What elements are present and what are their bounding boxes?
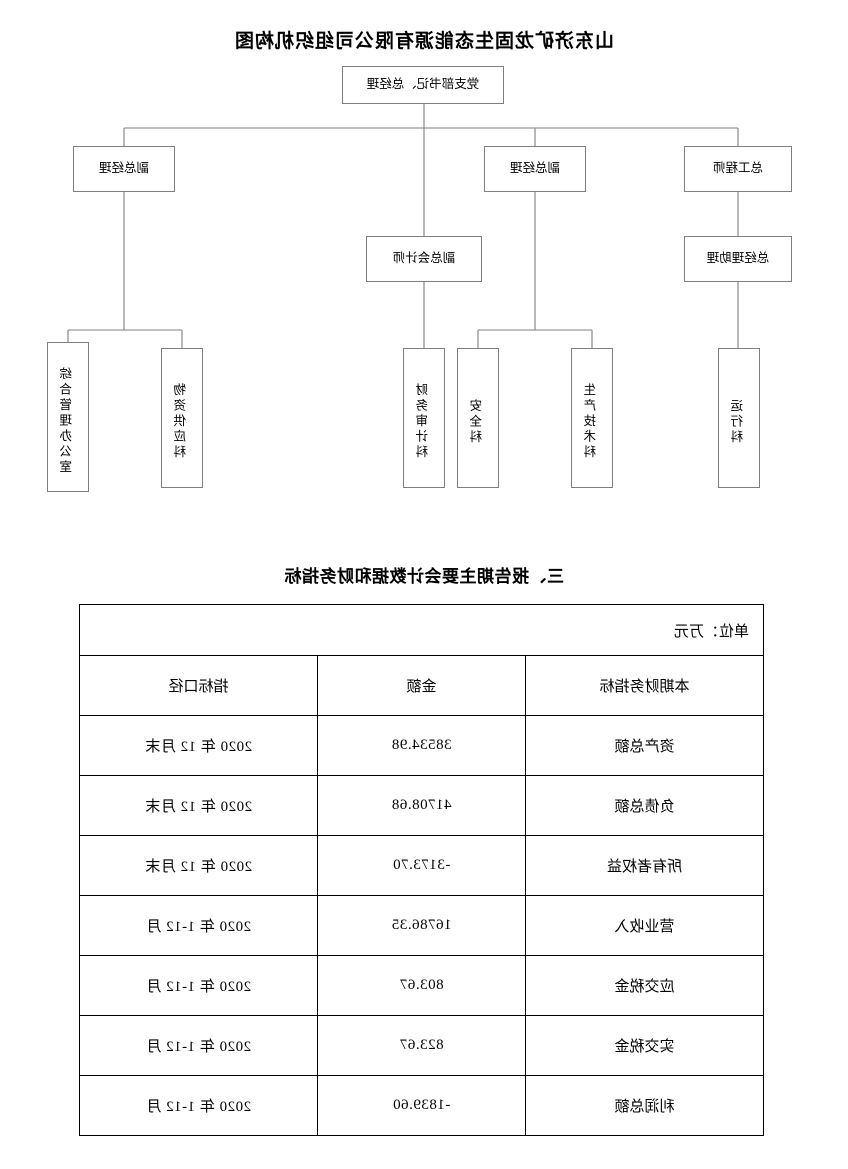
node-chief-engineer-label: 总工程师 (713, 161, 764, 176)
cell-indicator: 应交税金 (525, 955, 764, 1016)
table-row: 所有者权益 -3173.70 2020 年 12 月末 (79, 835, 764, 896)
node-dept-safety-label: 安全科 (470, 398, 485, 446)
cell-indicator: 营业收入 (525, 895, 764, 956)
node-dept-general-office-label: 综合管理办公室 (60, 366, 75, 476)
node-chief-engineer[interactable]: 总工程师 (684, 146, 792, 192)
cell-caliber: 2020 年 1-12 月 (79, 1075, 318, 1136)
node-gm-assistant-label: 总经理助理 (706, 251, 770, 266)
node-deputy-chief-accountant[interactable]: 副总会计师 (366, 236, 482, 282)
cell-caliber: 2020 年 12 月末 (79, 715, 318, 776)
financial-table-body: 单位：万元 本期财务指标 金额 指标口径 资产总额 38534.98 2020 … (79, 604, 764, 1136)
cell-amount: -1839.60 (317, 1075, 526, 1136)
cell-indicator: 所有者权益 (525, 835, 764, 896)
cell-indicator: 实交税金 (525, 1015, 764, 1076)
column-header-indicator: 本期财务指标 (525, 655, 764, 716)
node-dept-finance-audit-label: 财务审计科 (416, 383, 431, 461)
node-dept-operation[interactable]: 运行科 (718, 348, 760, 488)
cell-caliber: 2020 年 12 月末 (79, 775, 318, 836)
node-dept-safety[interactable]: 安全科 (457, 348, 499, 488)
unit-label: 单位：万元 (79, 604, 764, 656)
column-header-caliber: 指标口径 (79, 655, 318, 716)
cell-indicator: 负债总额 (525, 775, 764, 836)
node-deputy-gm-2[interactable]: 副总经理 (73, 146, 175, 192)
financial-table: 单位：万元 本期财务指标 金额 指标口径 资产总额 38534.98 2020 … (79, 604, 764, 1136)
node-deputy-gm-1[interactable]: 副总经理 (484, 146, 586, 192)
cell-caliber: 2020 年 12 月末 (79, 835, 318, 896)
node-deputy-chief-accountant-label: 副总会计师 (392, 251, 456, 266)
table-row: 实交税金 823.67 2020 年 1-12 月 (79, 1015, 764, 1076)
node-dept-production-tech-label: 生产技术科 (584, 383, 599, 461)
node-deputy-gm-1-label: 副总经理 (510, 161, 561, 176)
node-dept-finance-audit[interactable]: 财务审计科 (403, 348, 445, 488)
node-dept-operation-label: 运行科 (731, 398, 746, 446)
node-dept-general-office[interactable]: 综合管理办公室 (47, 342, 89, 492)
unit-row: 单位：万元 (79, 604, 764, 656)
section-heading: 三、报告期主要会计数据和财务指标 (284, 567, 564, 586)
node-gm-assistant[interactable]: 总经理助理 (684, 236, 792, 282)
cell-amount: -3173.70 (317, 835, 526, 896)
table-row: 应交税金 803.67 2020 年 1-12 月 (79, 955, 764, 1016)
table-row: 利润总额 -1839.60 2020 年 1-12 月 (79, 1075, 764, 1136)
column-header-amount: 金额 (317, 655, 526, 716)
cell-amount: 41708.68 (317, 775, 526, 836)
organization-chart: 山东济矿龙固生态能源有限公司组织机构图 (0, 0, 848, 520)
node-root-label: 党支部书记、总经理 (366, 77, 480, 92)
cell-amount: 16786.35 (317, 895, 526, 956)
node-root[interactable]: 党支部书记、总经理 (342, 66, 504, 104)
table-row: 资产总额 38534.98 2020 年 12 月末 (79, 715, 764, 776)
table-header-row: 本期财务指标 金额 指标口径 (79, 655, 764, 716)
cell-caliber: 2020 年 1-12 月 (79, 955, 318, 1016)
cell-caliber: 2020 年 1-12 月 (79, 1015, 318, 1076)
cell-indicator: 利润总额 (525, 1075, 764, 1136)
cell-amount: 823.67 (317, 1015, 526, 1076)
cell-amount: 803.67 (317, 955, 526, 1016)
table-row: 负债总额 41708.68 2020 年 12 月末 (79, 775, 764, 836)
chart-connectors (67, 104, 739, 348)
node-dept-production-tech[interactable]: 生产技术科 (571, 348, 613, 488)
financial-table-wrapper: 单位：万元 本期财务指标 金额 指标口径 资产总额 38534.98 2020 … (79, 604, 764, 1136)
cell-caliber: 2020 年 1-12 月 (79, 895, 318, 956)
cell-indicator: 资产总额 (525, 715, 764, 776)
node-deputy-gm-2-label: 副总经理 (99, 161, 150, 176)
node-dept-material-supply[interactable]: 物资供应科 (161, 348, 203, 488)
table-row: 营业收入 16786.35 2020 年 1-12 月 (79, 895, 764, 956)
node-dept-material-supply-label: 物资供应科 (174, 383, 189, 461)
cell-amount: 38534.98 (317, 715, 526, 776)
